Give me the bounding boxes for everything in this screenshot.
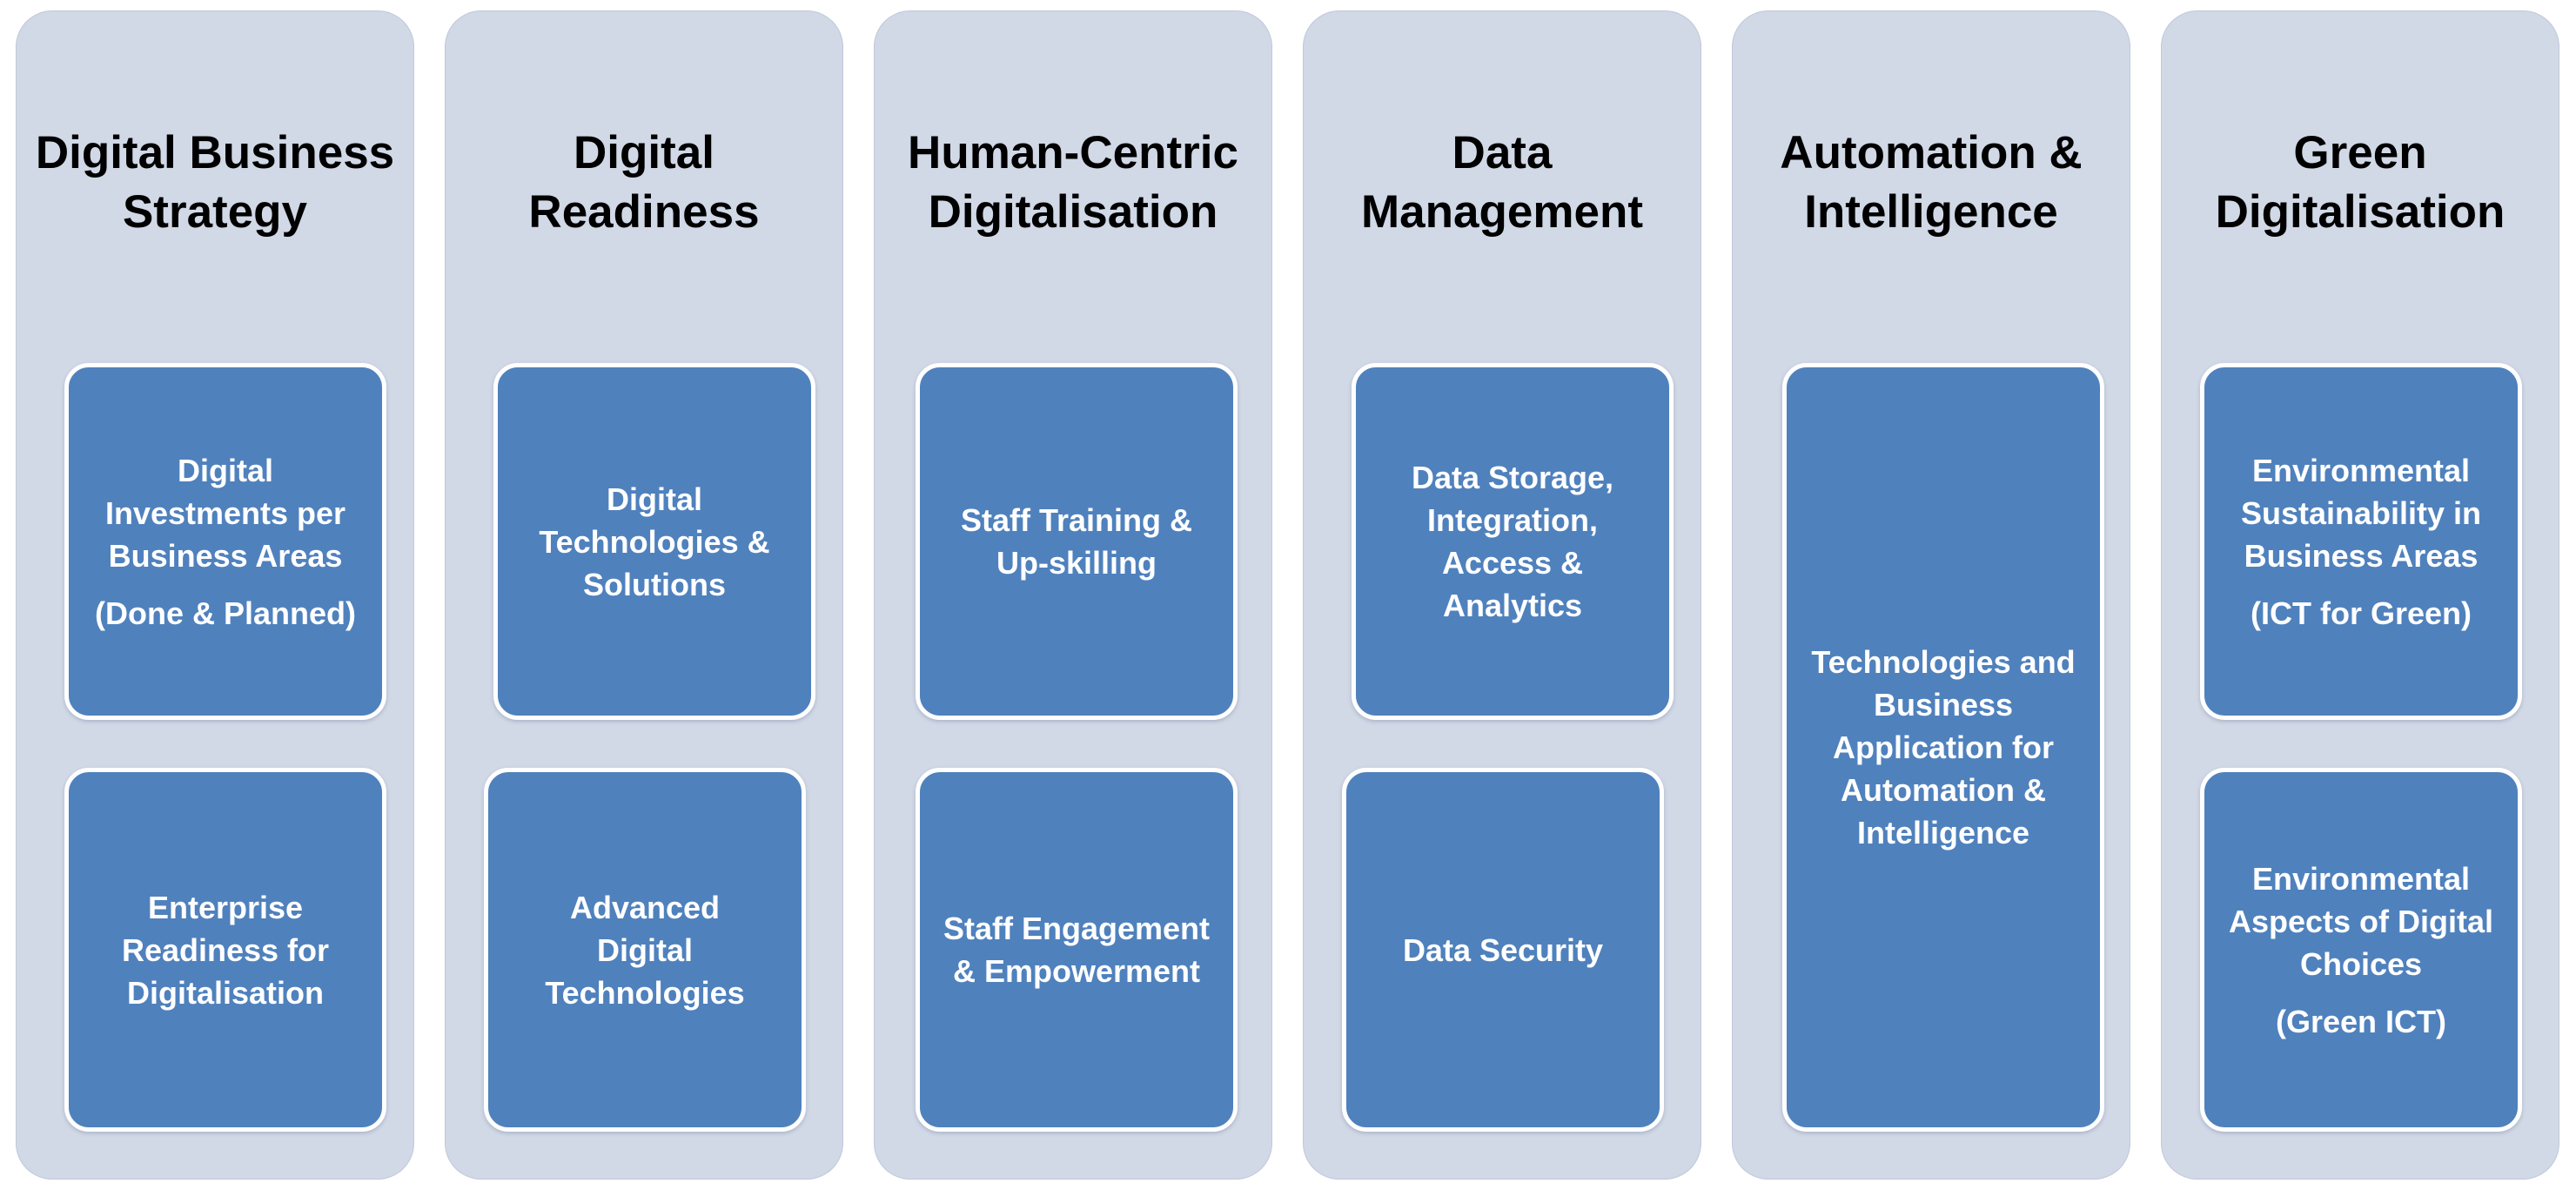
box-staff-engagement: Staff Engagement & Empowerment <box>916 768 1238 1132</box>
pillar-automation-intelligence: Automation & Intelligence Technologies a… <box>1732 10 2130 1180</box>
pillar-title: Digital Readiness <box>528 127 760 238</box>
box-label: Digital Technologies & Solutions <box>539 481 770 602</box>
box-label: Digital Investments per Business Areas <box>104 452 346 574</box>
pillar-human-centric-digitalisation: Human-Centric Digitalisation Staff Train… <box>874 10 1272 1180</box>
box-label: Environmental Sustainability in Business… <box>2240 452 2482 574</box>
box-label: Staff Training & Up-skilling <box>960 502 1192 581</box>
box-advanced-digital-technologies: Advanced Digital Technologies <box>484 768 806 1132</box>
box-data-security: Data Security <box>1342 768 1664 1132</box>
box-sublabel: (Green ICT) <box>2275 1003 2446 1039</box>
pillar-green-digitalisation: Green Digitalisation Environmental Susta… <box>2161 10 2559 1180</box>
box-label: Staff Engagement & Empowerment <box>943 911 1211 989</box>
box-label: Technologies and Business Application fo… <box>1811 644 2076 850</box>
box-sublabel: (ICT for Green) <box>2250 595 2472 631</box>
pillar-title: Data Management <box>1361 127 1643 238</box>
box-label: Environmental Aspects of Digital Choices <box>2228 860 2494 982</box>
box-enterprise-readiness: Enterprise Readiness for Digitalisation <box>64 768 386 1132</box>
pillar-data-management: Data Management Data Storage, Integratio… <box>1303 10 1701 1180</box>
box-label: Enterprise Readiness for Digitalisation <box>121 889 330 1011</box>
pillar-title: Automation & Intelligence <box>1780 127 2083 238</box>
box-label: Advanced Digital Technologies <box>545 889 745 1011</box>
box-data-storage: Data Storage, Integration, Access & Anal… <box>1352 363 1674 720</box>
box-staff-training: Staff Training & Up-skilling <box>916 363 1238 720</box>
box-environmental-aspects: Environmental Aspects of Digital Choices… <box>2200 768 2522 1132</box>
box-digital-technologies-solutions: Digital Technologies & Solutions <box>493 363 815 720</box>
box-label: Data Storage, Integration, Access & Anal… <box>1411 460 1614 623</box>
box-sublabel: (Done & Planned) <box>94 595 356 631</box>
pillar-title: Green Digitalisation <box>2215 127 2506 238</box>
pillar-title: Digital Business Strategy <box>35 127 395 238</box>
pillar-title: Human-Centric Digitalisation <box>908 127 1238 238</box>
box-automation-technologies: Technologies and Business Application fo… <box>1782 363 2104 1132</box>
pillar-digital-business-strategy: Digital Business Strategy Digital Invest… <box>16 10 414 1180</box>
box-environmental-sustainability: Environmental Sustainability in Business… <box>2200 363 2522 720</box>
pillar-digital-readiness: Digital Readiness Digital Technologies &… <box>445 10 843 1180</box>
box-digital-investments: Digital Investments per Business Areas (… <box>64 363 386 720</box>
box-label: Data Security <box>1402 931 1604 968</box>
